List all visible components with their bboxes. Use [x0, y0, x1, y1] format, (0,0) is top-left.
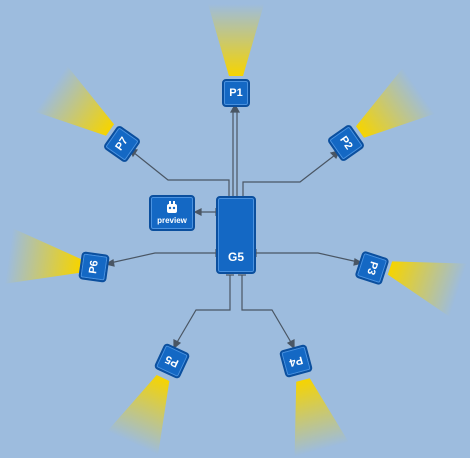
port-p4-label: P4 [287, 353, 305, 369]
preview-label: preview [157, 216, 187, 225]
connector-p3 [256, 252, 359, 263]
beam-p1 [208, 4, 264, 76]
connector-p5 [175, 275, 231, 345]
hub-g5[interactable]: G5 [216, 196, 256, 274]
preview-robot-icon [167, 201, 177, 213]
port-p6[interactable]: P6 [78, 251, 110, 283]
beam-p2 [355, 67, 436, 138]
port-p7-label: P7 [113, 135, 131, 153]
connector-p2 [242, 154, 336, 196]
beam-p3 [387, 261, 468, 317]
port-p1[interactable]: P1 [222, 79, 250, 107]
hub-label: G5 [227, 250, 244, 264]
connector-p6 [109, 252, 216, 264]
beam-p7 [34, 65, 115, 136]
port-p5-label: P5 [163, 352, 181, 370]
connector-p7 [132, 151, 230, 196]
beam-p4 [294, 378, 349, 457]
arrow-p4 [286, 339, 295, 350]
connector-p4 [241, 275, 293, 345]
connectors [104, 103, 364, 350]
port-p1-label: P1 [229, 87, 243, 99]
port-p2-label: P2 [337, 134, 355, 152]
arrow-preview [193, 208, 202, 216]
port-p6-label: P6 [87, 259, 101, 275]
preview-node[interactable]: preview [149, 195, 195, 231]
beam-p5 [107, 375, 170, 456]
arrow-p5 [173, 339, 182, 350]
beams [4, 4, 468, 457]
arrow-p1 [229, 103, 241, 113]
beam-p6 [4, 228, 81, 284]
port-p3-label: P3 [364, 259, 380, 277]
